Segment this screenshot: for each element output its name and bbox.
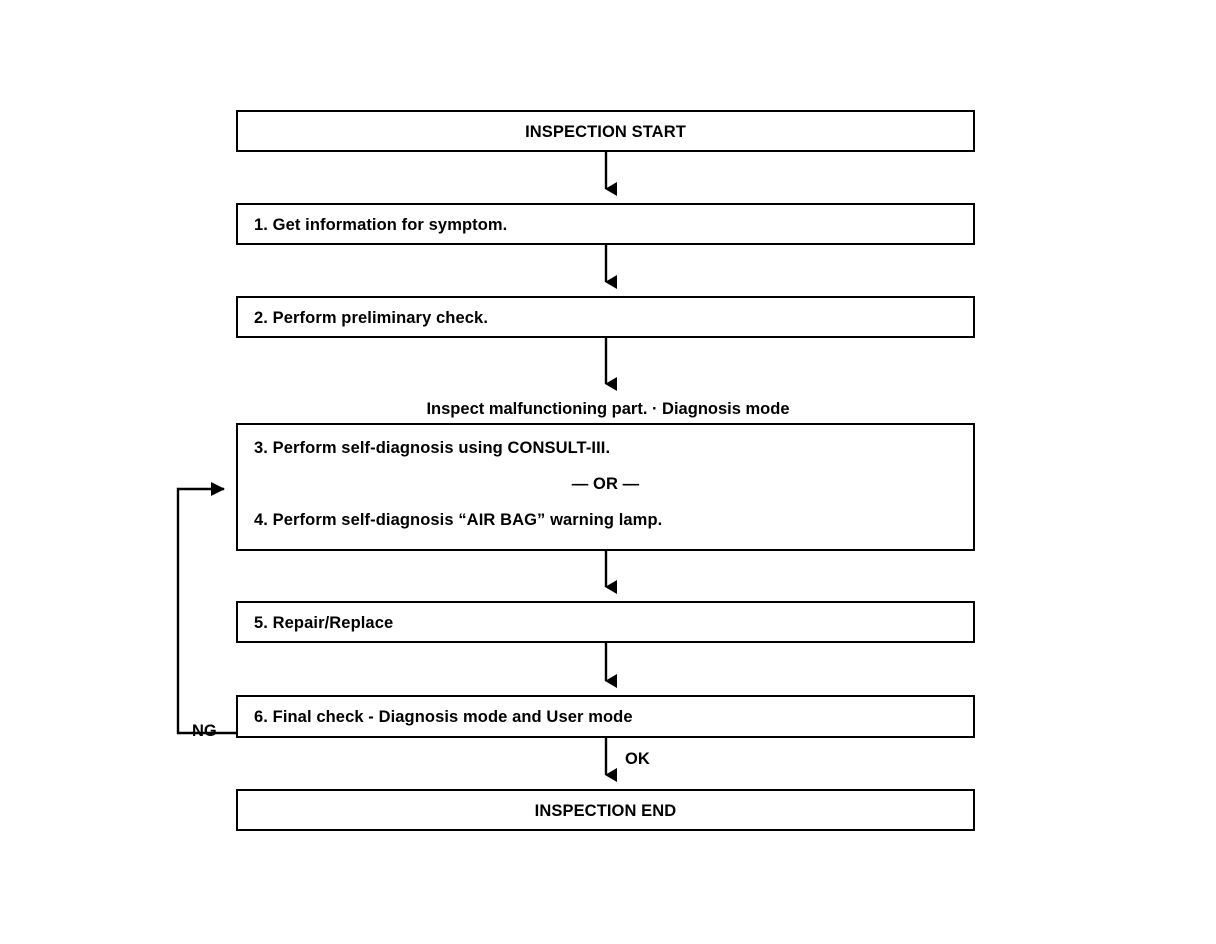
node-step-3-4[interactable]: 3. Perform self-diagnosis using CONSULT-… <box>236 423 975 551</box>
node-step-6-label: 6. Final check - Diagnosis mode and User… <box>254 708 633 726</box>
node-step-1[interactable]: 1. Get information for symptom. <box>236 203 975 245</box>
node-step-6[interactable]: 6. Final check - Diagnosis mode and User… <box>236 695 975 738</box>
node-step-2[interactable]: 2. Perform preliminary check. <box>236 296 975 338</box>
node-step-5-label: 5. Repair/Replace <box>254 614 394 632</box>
node-step-1-label: 1. Get information for symptom. <box>254 216 508 234</box>
node-step-2-label: 2. Perform preliminary check. <box>254 309 489 327</box>
node-inspection-end[interactable]: INSPECTION END <box>236 789 975 831</box>
node-step-4-label: 4. Perform self-diagnosis “AIR BAG” warn… <box>254 511 663 529</box>
annotation-inspect-malfunctioning-part: Inspect malfunctioning part. · Diagnosis… <box>426 400 790 418</box>
node-or-separator-label: — OR — <box>571 475 640 493</box>
branch-label-ng: NG <box>192 722 217 740</box>
node-inspection-end-label: INSPECTION END <box>534 802 677 820</box>
branch-label-ok: OK <box>625 750 650 768</box>
connector-ng-feedback-loop <box>176 482 236 735</box>
node-step-3-label: 3. Perform self-diagnosis using CONSULT-… <box>254 439 611 457</box>
node-step-5[interactable]: 5. Repair/Replace <box>236 601 975 643</box>
node-inspection-start-label: INSPECTION START <box>525 123 686 141</box>
node-inspection-start[interactable]: INSPECTION START <box>236 110 975 152</box>
